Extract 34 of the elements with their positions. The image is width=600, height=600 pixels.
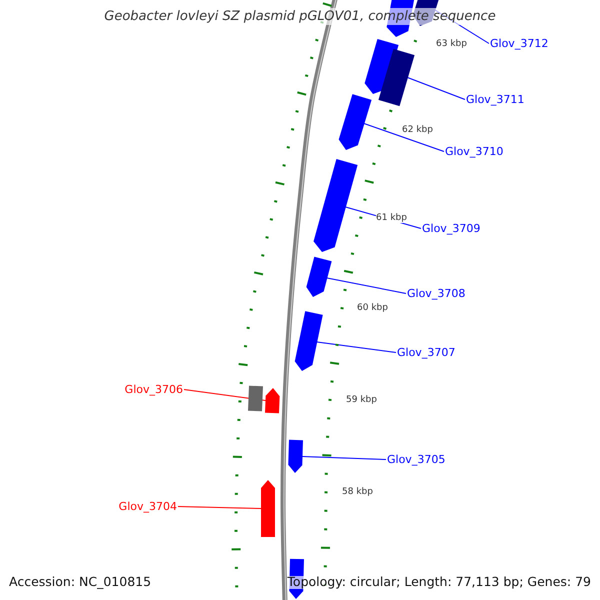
gene-label: Glov_3710 [445,146,504,157]
gene-block [314,159,358,252]
gene-block [294,311,323,371]
scale-label: 62 kbp [402,126,433,135]
gene-block [288,440,303,473]
gene-block [306,256,332,297]
leader-line [302,456,386,460]
accession-label: Accession: NC_010815 [9,576,152,588]
scale-label: 59 kbp [346,396,377,405]
scale-label: 60 kbp [357,304,388,313]
scale-label: 63 kbp [436,40,467,49]
sequence-info: Topology: circular; Length: 77,113 bp; Genes: 79 [287,576,591,588]
gene-block [261,480,275,537]
gene-label: Glov_3704 [118,501,177,512]
gene-block [265,388,280,414]
leader-line [326,278,406,294]
title: Geobacter lovleyi SZ plasmid pGLOV01, complete sequence [102,8,498,25]
scale-label: 61 kbp [376,214,407,223]
gene-label: Glov_3711 [466,94,524,105]
leader-line [178,506,262,509]
gene-label: Glov_3705 [387,454,446,465]
leader-line [434,10,490,44]
gene-label: Glov_3708 [407,288,466,299]
gene-block [338,94,372,150]
gene-label: Glov_3709 [422,223,480,234]
leader-line [364,123,444,152]
leader-line [407,77,466,100]
scale-label: 58 kbp [342,488,373,497]
gene-block [378,48,415,106]
gene-block [248,386,263,412]
gene-label: Glov_3707 [397,347,456,358]
gene-label: Glov_3706 [124,384,183,395]
leader-line [316,342,396,353]
gene-label: Glov_3712 [490,38,548,49]
